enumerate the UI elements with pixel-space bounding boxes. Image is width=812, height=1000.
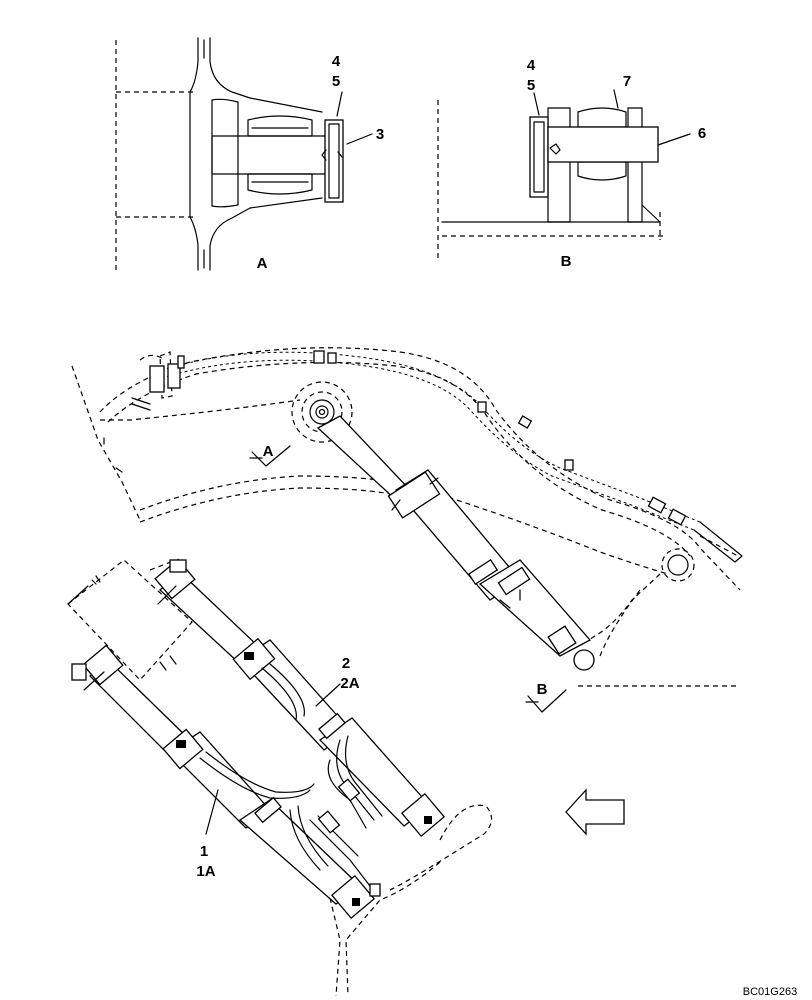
view-marker-a-label: A: [263, 443, 274, 460]
cylinder-1: [71, 644, 381, 920]
pipe-clamp-group: [131, 351, 185, 411]
cylinder-2: [154, 558, 446, 838]
callout-b-4: 4: [527, 57, 536, 74]
leader-2: [315, 683, 341, 707]
callout-2: 2: [342, 655, 350, 672]
callout-a-4: 4: [332, 53, 341, 70]
callout-b-5: 5: [527, 77, 535, 94]
cylinder-assembly-outline: [67, 559, 493, 997]
view-label-b: B: [561, 253, 572, 270]
callout-2a: 2A: [340, 675, 359, 692]
boom-outline: [71, 347, 741, 687]
view-marker-b-label: B: [537, 681, 548, 698]
upper-cylinder: [316, 415, 595, 671]
view-marker-b: [525, 689, 567, 713]
detail-b: [437, 89, 691, 260]
callout-1a: 1A: [196, 863, 215, 880]
callout-b-7: 7: [623, 73, 631, 90]
callout-a-3: 3: [376, 126, 384, 143]
view-label-a: A: [257, 255, 268, 272]
drawing-code: BC01G263: [743, 986, 797, 998]
hydraulic-line-top: [149, 350, 743, 563]
direction-arrow-icon: [565, 788, 625, 836]
view-marker-a: [249, 445, 291, 467]
callout-b-6: 6: [698, 125, 706, 142]
leader-1: [205, 789, 219, 835]
callout-1: 1: [200, 843, 208, 860]
detail-a: [115, 37, 373, 271]
callout-a-5: 5: [332, 73, 340, 90]
